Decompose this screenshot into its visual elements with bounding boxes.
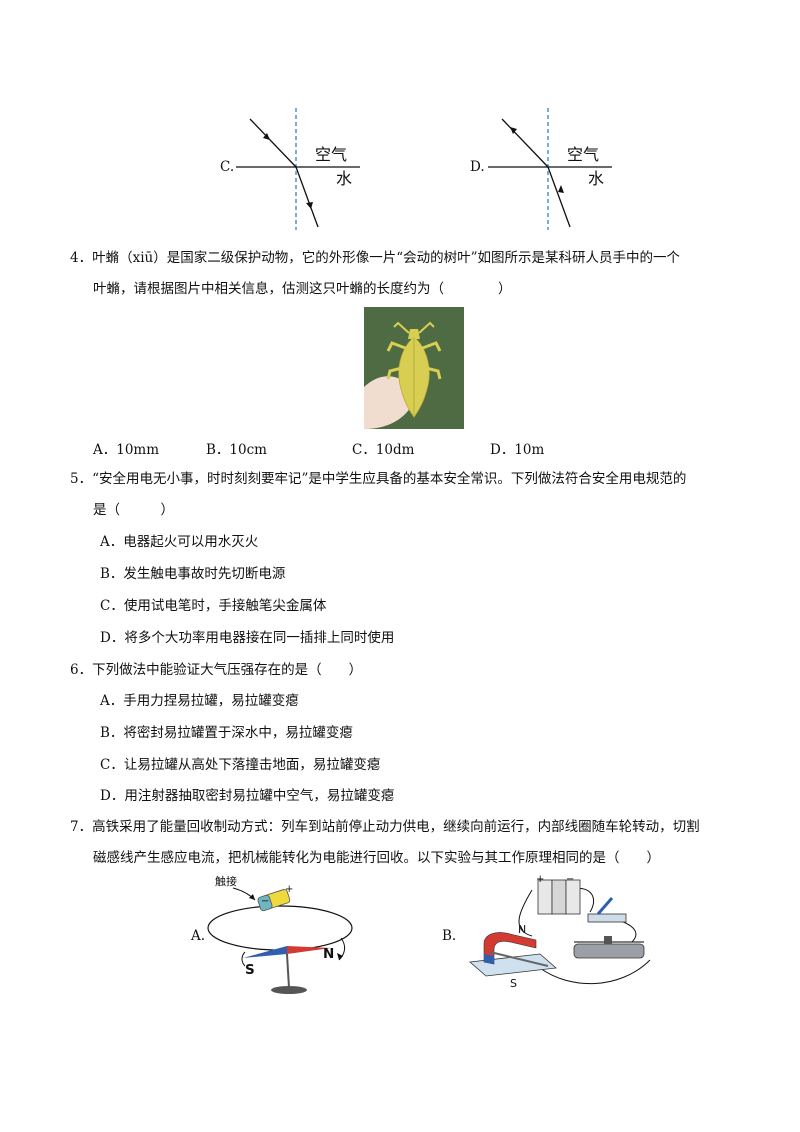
magnet-s-label: S — [510, 977, 517, 990]
q3-option-c-figure: C. 空气 水 — [210, 105, 370, 235]
upper-ray — [501, 118, 549, 168]
stand-base — [271, 986, 307, 994]
q7-figure-a: A. 触接 − + S N — [185, 870, 365, 1000]
q3-option-c-label: C. — [220, 159, 235, 175]
rheostat-icon — [573, 936, 645, 959]
q3-c-air-label: 空气 — [315, 145, 348, 164]
hand-shape — [364, 376, 412, 429]
wire — [617, 919, 637, 943]
incident-arrow — [263, 133, 270, 140]
needle-stand — [286, 953, 290, 989]
q4-option-c: C．10dm — [352, 442, 415, 458]
q5-stem-line1: 5．“安全用电无小事，时时刻刻要牢记”是中学生应具备的基本安全常识。下列做法符合… — [70, 471, 687, 487]
battery-minus: − — [566, 874, 575, 885]
lower-ray — [547, 166, 571, 228]
battery-icon — [257, 889, 291, 912]
q3-d-air-label: 空气 — [567, 145, 600, 164]
q5-option-a: A．电器起火可以用水灭火 — [100, 534, 259, 550]
q3-d-water-label: 水 — [588, 169, 605, 188]
q4-option-d: D．10m — [490, 442, 545, 458]
touch-label: 触接 — [215, 875, 237, 888]
wire — [539, 959, 651, 984]
upper-arrow — [510, 127, 517, 134]
q6-option-c: C．让易拉罐从高处下落撞击地面，易拉罐变瘪 — [100, 757, 381, 773]
q4-option-a: A．10mm — [93, 442, 160, 458]
battery-pack-icon — [537, 879, 581, 915]
q7-figure-b: B. + − N S — [440, 870, 660, 1000]
q6-stem: 6．下列做法中能验证大气压强存在的是（ ） — [70, 662, 363, 678]
q7-stem-line1: 7．高铁采用了能量回收制动方式：列车到站前停止动力供电，继续向前运行，内部线圈随… — [70, 819, 700, 835]
q7-fig-b-label: B. — [442, 928, 457, 944]
needle-s-label: S — [245, 962, 255, 978]
q7-fig-a-label: A. — [191, 928, 206, 944]
magnet-n-label: N — [518, 923, 527, 936]
compass-minus: − — [261, 896, 270, 907]
q4-option-b: B．10cm — [206, 442, 267, 458]
q5-option-c: C．使用试电笔时，手接触笔尖金属体 — [100, 598, 327, 614]
switch-icon — [587, 897, 627, 923]
lower-arrow — [558, 185, 564, 193]
u-magnet — [483, 932, 537, 965]
wire — [518, 889, 533, 937]
q3-c-water-label: 水 — [336, 169, 353, 188]
compass-plus: + — [285, 884, 294, 895]
leaf-insect-head — [408, 329, 420, 339]
incident-ray — [249, 118, 297, 168]
refracted-ray — [295, 166, 319, 228]
q3-option-d-label: D. — [470, 159, 485, 175]
needle-n-label: N — [323, 946, 335, 962]
q6-option-d: D．用注射器抽取密封易拉罐中空气，易拉罐变瘪 — [100, 788, 395, 804]
q5-option-d: D．将多个大功率用电器接在同一插排上同时使用 — [100, 630, 395, 646]
compass-needle — [243, 946, 331, 958]
leaf-insect-photo — [364, 307, 464, 429]
refracted-arrow — [306, 202, 313, 209]
q5-stem-line2: 是（ ） — [93, 502, 174, 518]
q4-stem-line2: 叶䗛，请根据图片中相关信息，估测这只叶䗛的长度约为（ ） — [93, 281, 512, 297]
q6-option-b: B．将密封易拉罐置于深水中，易拉罐变瘪 — [100, 725, 353, 741]
q3-option-d-figure: D. 空气 水 — [462, 105, 622, 235]
q4-stem-line1: 4．叶䗛（xiū）是国家二级保护动物，它的外形像一片“会动的树叶”如图所示是某科… — [70, 250, 681, 266]
battery-plus: + — [536, 874, 545, 885]
rotation-arrow-left — [241, 951, 246, 967]
magnet-rail-platform — [469, 932, 557, 977]
q6-option-a: A．手用力捏易拉罐，易拉罐变瘪 — [100, 693, 299, 709]
q5-option-b: B．发生触电事故时先切断电源 — [100, 566, 286, 582]
q7-stem-line2: 磁感线产生感应电流，把机械能转化为电能进行回收。以下实验与其工作原理相同的是（ … — [93, 850, 660, 866]
